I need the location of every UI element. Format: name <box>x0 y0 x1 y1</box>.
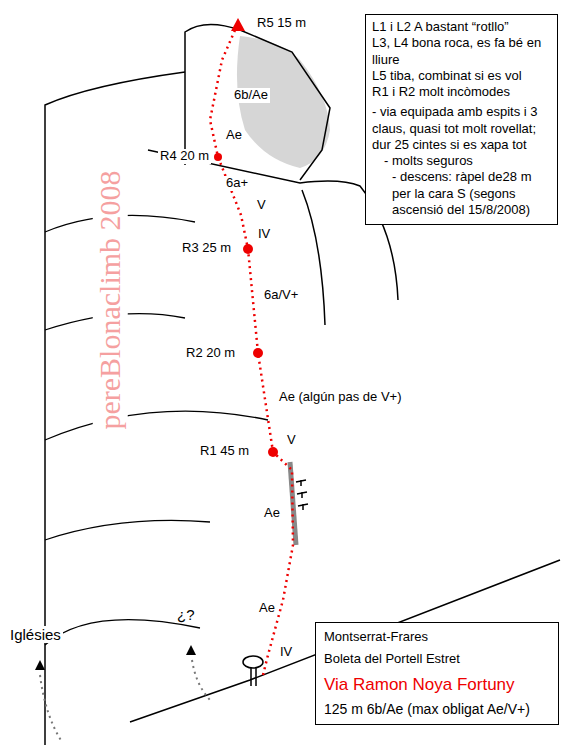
grade-label: Ae (algún pas de V+) <box>277 390 404 405</box>
box-text: 125 m 6b/Ae (max obligat Ae/V+) <box>324 701 550 719</box>
watermark: pereBlonaclimb 2008 <box>93 168 128 431</box>
crack-lines <box>45 215 268 645</box>
grade-label: Ae <box>257 601 277 616</box>
approach-path <box>40 675 62 742</box>
box-text: L1 i L2 A bastant “rotllo” <box>372 19 551 35</box>
belay-label: R5 15 m <box>255 16 308 31</box>
belay-label: R4 20 m <box>158 149 211 164</box>
rock-outline <box>45 72 185 745</box>
grade-label: 6a/V+ <box>262 288 300 303</box>
summit-triangle <box>231 18 245 31</box>
grade-label: IV <box>256 227 272 242</box>
belay-label: R1 45 m <box>198 444 251 459</box>
grade-label: 6a+ <box>224 176 250 191</box>
grade-label: Ae <box>224 128 244 143</box>
box-text: L3, L4 bona roca, es fa bé en lliure <box>372 35 551 68</box>
box-text: L5 tiba, combinat si es vol <box>372 68 551 84</box>
grade-label: 6b/Ae <box>232 88 270 103</box>
belay-label: R2 20 m <box>184 346 237 361</box>
box-text: Via Ramon Noya Fortuny <box>324 674 550 695</box>
belay-label: R3 25 m <box>180 241 233 256</box>
piton-symbols <box>296 480 308 510</box>
grade-label: Ae <box>262 506 282 521</box>
belay-dots <box>214 153 278 457</box>
grade-label: V <box>285 433 298 448</box>
route-info-box: Montserrat-FraresBoleta del Portell Estr… <box>315 622 559 725</box>
notes-box: L1 i L2 A bastant “rotllo”L3, L4 bona ro… <box>365 14 558 225</box>
box-text: Boleta del Portell Estret <box>324 651 550 667</box>
crack-line <box>302 190 325 325</box>
grade-label: IV <box>278 645 294 660</box>
box-text: Montserrat-Frares <box>324 629 550 645</box>
ledge-line <box>148 150 398 300</box>
tree-symbol <box>243 656 263 686</box>
grade-label: V <box>255 198 268 213</box>
box-text: R1 i R2 molt incòmodes <box>372 84 551 100</box>
box-text: - molts seguros <box>384 153 551 169</box>
approach-path <box>192 660 210 700</box>
approach-label: Iglésies <box>8 626 63 643</box>
arrow-head <box>186 645 196 655</box>
approach-label: ¿? <box>175 606 197 623</box>
box-text: - descens: ràpel de28 m per la cara S (s… <box>392 169 551 218</box>
arrow-head <box>35 660 45 670</box>
box-text: - via equipada amb espits i 3 claus, qua… <box>372 104 551 153</box>
